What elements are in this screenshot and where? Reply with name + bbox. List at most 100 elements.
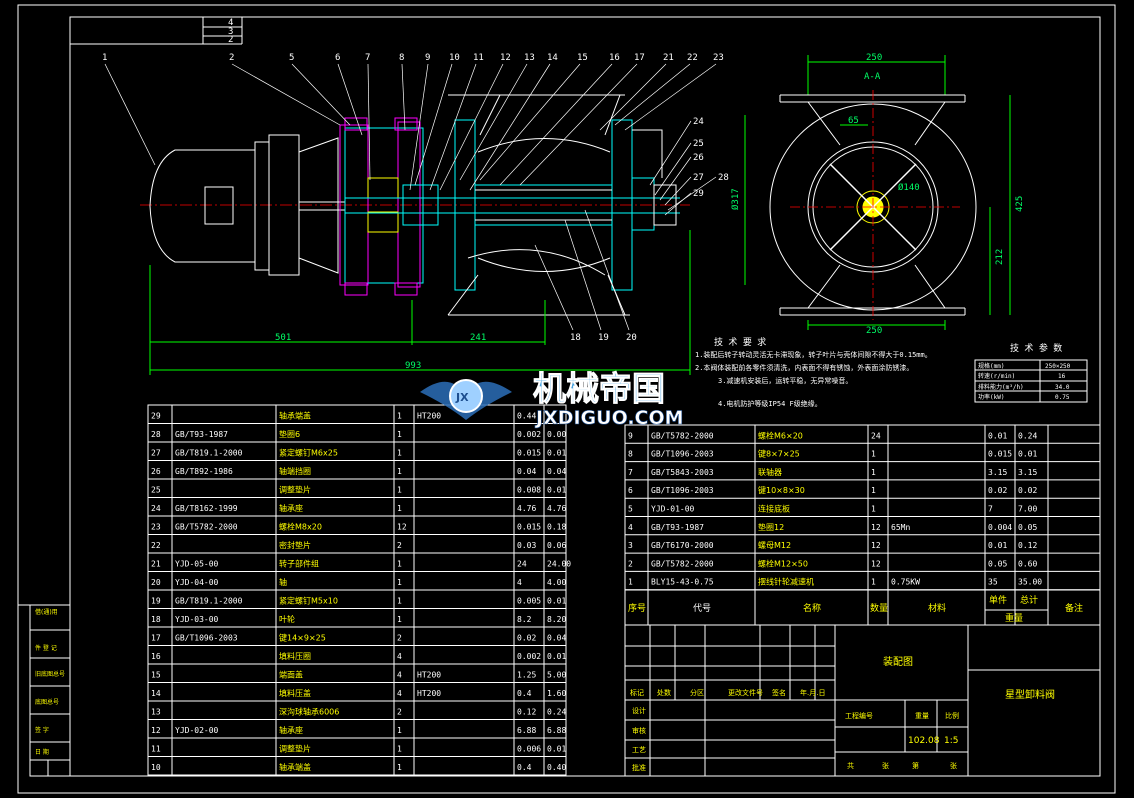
bom-cell: 28 bbox=[151, 430, 161, 439]
bom-cell: 0.00 bbox=[547, 430, 566, 439]
rev-label: 签名 bbox=[772, 688, 786, 697]
bom-cell: GB/T5782-2000 bbox=[651, 431, 714, 440]
bom-cell: 0.02 bbox=[1018, 486, 1037, 495]
dim-total: 993 bbox=[405, 361, 421, 371]
bom-cell: 0.4 bbox=[517, 763, 532, 772]
dim-flange-top: 250 bbox=[866, 53, 882, 63]
bom-cell: 1 bbox=[397, 504, 402, 513]
dim-height-right: 425 bbox=[1015, 196, 1025, 212]
header-total: 总计 bbox=[1020, 594, 1038, 606]
bom-cell: BLY15-43-0.75 bbox=[651, 578, 714, 587]
leader-line bbox=[534, 244, 574, 331]
balloon-1: 1 bbox=[102, 53, 107, 63]
bom-cell: GB/T6170-2000 bbox=[651, 541, 714, 550]
bom-cell: YJD-05-00 bbox=[175, 560, 219, 569]
bom-cell: 2 bbox=[397, 634, 402, 643]
bom-cell: 11 bbox=[151, 745, 161, 754]
bom-cell: 23 bbox=[151, 523, 161, 532]
balloon-2: 2 bbox=[229, 53, 234, 63]
note-line-4: 4.电机防护等级IP54 F级绝缘。 bbox=[718, 399, 822, 408]
leader-line bbox=[667, 176, 717, 211]
role-label: 批准 bbox=[632, 763, 646, 772]
bom-cell: 0.05 bbox=[1018, 523, 1037, 532]
bom-cell: 24 bbox=[151, 504, 161, 513]
rev-label: 处数 bbox=[657, 688, 671, 697]
bom-cell: 0.004 bbox=[988, 523, 1012, 532]
bom-cell: 12 bbox=[397, 523, 407, 532]
sheet-label: 共 bbox=[847, 761, 854, 770]
bom-cell: 3.15 bbox=[1018, 468, 1037, 477]
leader-line bbox=[469, 63, 551, 191]
header-qty: 数量 bbox=[870, 602, 888, 614]
bom-cell: GB/T819.1-2000 bbox=[175, 597, 243, 606]
bom-cell: GB/T8162-1999 bbox=[175, 504, 238, 513]
bom-cell: 0.12 bbox=[1018, 541, 1037, 550]
bom-cell: 4.00 bbox=[547, 578, 566, 587]
dim-motor: 501 bbox=[275, 333, 291, 343]
bom-cell: YJD-02-00 bbox=[175, 726, 219, 735]
bom-cell: 1.60 bbox=[547, 689, 566, 698]
bom-cell: 12 bbox=[871, 523, 881, 532]
bom-cell: 键8×7×25 bbox=[758, 449, 800, 459]
balloon-29: 29 bbox=[693, 189, 704, 199]
leader-line bbox=[584, 209, 630, 331]
balloon-18: 18 bbox=[570, 333, 581, 343]
code-label: 工程编号 bbox=[845, 711, 873, 720]
leader-line bbox=[664, 176, 692, 206]
section-aa-view bbox=[769, 55, 1011, 330]
header-unit: 单件 bbox=[989, 594, 1007, 606]
bom-cell: 5 bbox=[628, 505, 633, 514]
bom-cell: 6.88 bbox=[517, 726, 536, 735]
bom-cell: 0.44 bbox=[517, 412, 536, 421]
param-label: 转速(r/min) bbox=[978, 372, 1015, 380]
bom-cell: 9 bbox=[628, 431, 633, 440]
balloon-5: 5 bbox=[289, 53, 294, 63]
side-label: 签 字 bbox=[35, 726, 49, 734]
bom-cell: 轴 bbox=[279, 577, 287, 587]
bom-cell: 6 bbox=[628, 486, 633, 495]
dim-offset: 65 bbox=[848, 116, 859, 126]
bom-cell: 3 bbox=[628, 541, 633, 550]
rev-label: 更改文件号 bbox=[728, 688, 763, 697]
param-label: 功率(kW) bbox=[978, 393, 1004, 401]
scale-value: 1:5 bbox=[944, 736, 958, 746]
header-no: 序号 bbox=[628, 602, 646, 614]
bom-cell: 0.60 bbox=[1018, 559, 1037, 568]
param-value: 34.0 bbox=[1055, 384, 1070, 391]
sheet-label: 第 bbox=[912, 761, 919, 770]
bom-cell: 12 bbox=[871, 559, 881, 568]
bom-cell: HT200 bbox=[417, 412, 441, 421]
bom-cell: 密封垫片 bbox=[279, 540, 311, 550]
bom-cell: 29 bbox=[151, 412, 161, 421]
balloon-20: 20 bbox=[626, 333, 637, 343]
bom-cell: GB/T819.1-2000 bbox=[175, 449, 243, 458]
header-remark: 备注 bbox=[1065, 602, 1083, 614]
bom-cell: 7 bbox=[988, 505, 993, 514]
leader-line bbox=[367, 63, 371, 181]
bom-cell: 0.05 bbox=[988, 559, 1007, 568]
top-left-box: 4 3 2 bbox=[69, 16, 243, 45]
sheet-labels: 共张第张 bbox=[847, 761, 957, 770]
bom-cell: 0.04 bbox=[517, 467, 536, 476]
main-section-view bbox=[140, 94, 746, 375]
param-label: 规格(mm) bbox=[978, 362, 1004, 370]
bom-cell: 填料压圈 bbox=[279, 651, 311, 661]
balloon-16: 16 bbox=[609, 53, 620, 63]
bom-cell: 0.015 bbox=[517, 449, 541, 458]
bom-cell: 0.24 bbox=[547, 708, 566, 717]
side-strip bbox=[18, 604, 71, 777]
weight-label: 重量 bbox=[915, 712, 929, 720]
bom-cell: 摆线针轮减速机 bbox=[758, 577, 814, 587]
bom-cell: 6.88 bbox=[547, 726, 566, 735]
bom-cell: 17 bbox=[151, 634, 161, 643]
param-label: 排料能力(m³/h) bbox=[978, 383, 1024, 391]
note-line-3: 3.减速机安装后，运转平稳，无异常噪音。 bbox=[718, 376, 852, 385]
bom-cell: 0.06 bbox=[547, 541, 566, 550]
bom-cell: 0.04 bbox=[547, 467, 566, 476]
bom-cell: 65Mn bbox=[891, 523, 910, 532]
bom-cell: 4 bbox=[397, 652, 402, 661]
balloon-24: 24 bbox=[693, 117, 704, 127]
bom-cell: 4.76 bbox=[547, 504, 566, 513]
bom-cell: 螺母M12 bbox=[758, 540, 791, 550]
